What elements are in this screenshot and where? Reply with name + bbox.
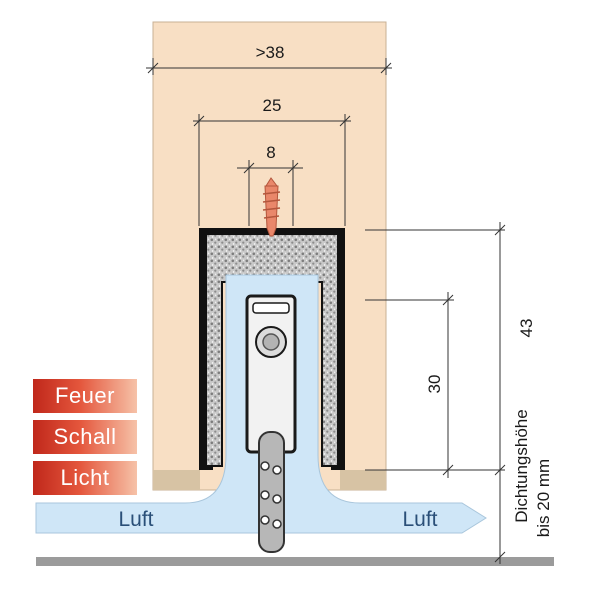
label-sound: Schall — [33, 420, 137, 454]
door-edge-left — [153, 470, 200, 490]
dimension-inner-width: 25 — [263, 96, 282, 115]
dimension-lines — [146, 58, 506, 564]
seal-profile-housing — [245, 294, 297, 454]
seal-strip-holes — [260, 461, 282, 529]
label-light: Licht — [33, 461, 137, 495]
adjustment-screw-center — [262, 333, 280, 351]
label-fire: Feuer — [33, 379, 137, 413]
airflow-label-left: Luft — [118, 508, 153, 531]
door-edge-right — [340, 470, 386, 490]
seal-height-label-line2: bis 20 mm — [534, 459, 553, 537]
screw-icon — [262, 177, 281, 237]
dimension-screw-spacing: 8 — [266, 143, 275, 162]
dimension-total-height: 43 — [517, 319, 536, 338]
seal-profile-slot — [252, 302, 290, 314]
dimension-profile-depth: 30 — [425, 375, 444, 394]
floor — [36, 557, 554, 566]
dimension-overall-width: >38 — [256, 43, 285, 62]
airflow-label-right: Luft — [402, 508, 437, 531]
seal-height-label-line1: Dichtungshöhe — [512, 409, 531, 522]
